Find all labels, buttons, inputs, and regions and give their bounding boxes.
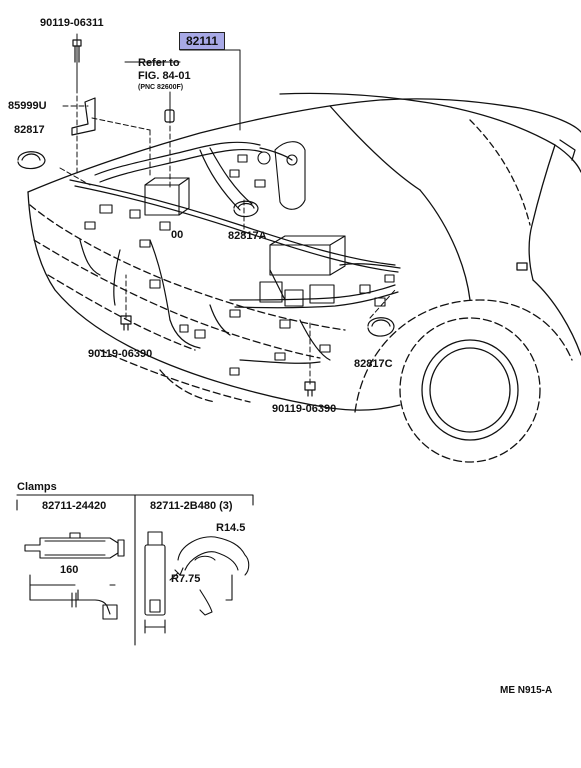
wire-harness	[69, 141, 401, 364]
refer-line-2: FIG. 84-01	[138, 70, 191, 82]
dimension-r14-5: R14.5	[216, 522, 246, 534]
clamp-part-1-label: 82711-24420	[42, 500, 107, 512]
clamp-part-label-c: 82817C	[354, 358, 393, 370]
dimension-r7-75: R7.75	[171, 573, 201, 585]
clamps-inset	[16, 494, 254, 646]
connectors	[84, 141, 395, 376]
bolt-part-label-top: 90119-06311	[40, 17, 104, 29]
small-parts	[17, 39, 395, 397]
refer-line-3: (PNC 82600F)	[138, 84, 184, 91]
dimension-160: 160	[60, 564, 79, 576]
bolt-part-label-left: 90119-06390	[88, 348, 153, 360]
clamp-part-label-a: 82817	[14, 124, 45, 136]
partial-label: 00	[171, 229, 184, 241]
clamps-title: Clamps	[17, 481, 57, 493]
car-body-outline	[27, 92, 581, 463]
bracket-part-label: 85999U	[8, 100, 47, 112]
clamp-part-label-b: 82817A	[228, 230, 267, 242]
bolt-part-label-right: 90119-06390	[272, 403, 337, 415]
figure-code: ME N915-A	[500, 685, 553, 696]
leader-lines	[59, 33, 396, 385]
clamp-part-2-label: 82711-2B480 (3)	[150, 500, 233, 512]
refer-line-1: Refer to	[138, 57, 180, 69]
main-part-label: 82111	[179, 32, 226, 50]
